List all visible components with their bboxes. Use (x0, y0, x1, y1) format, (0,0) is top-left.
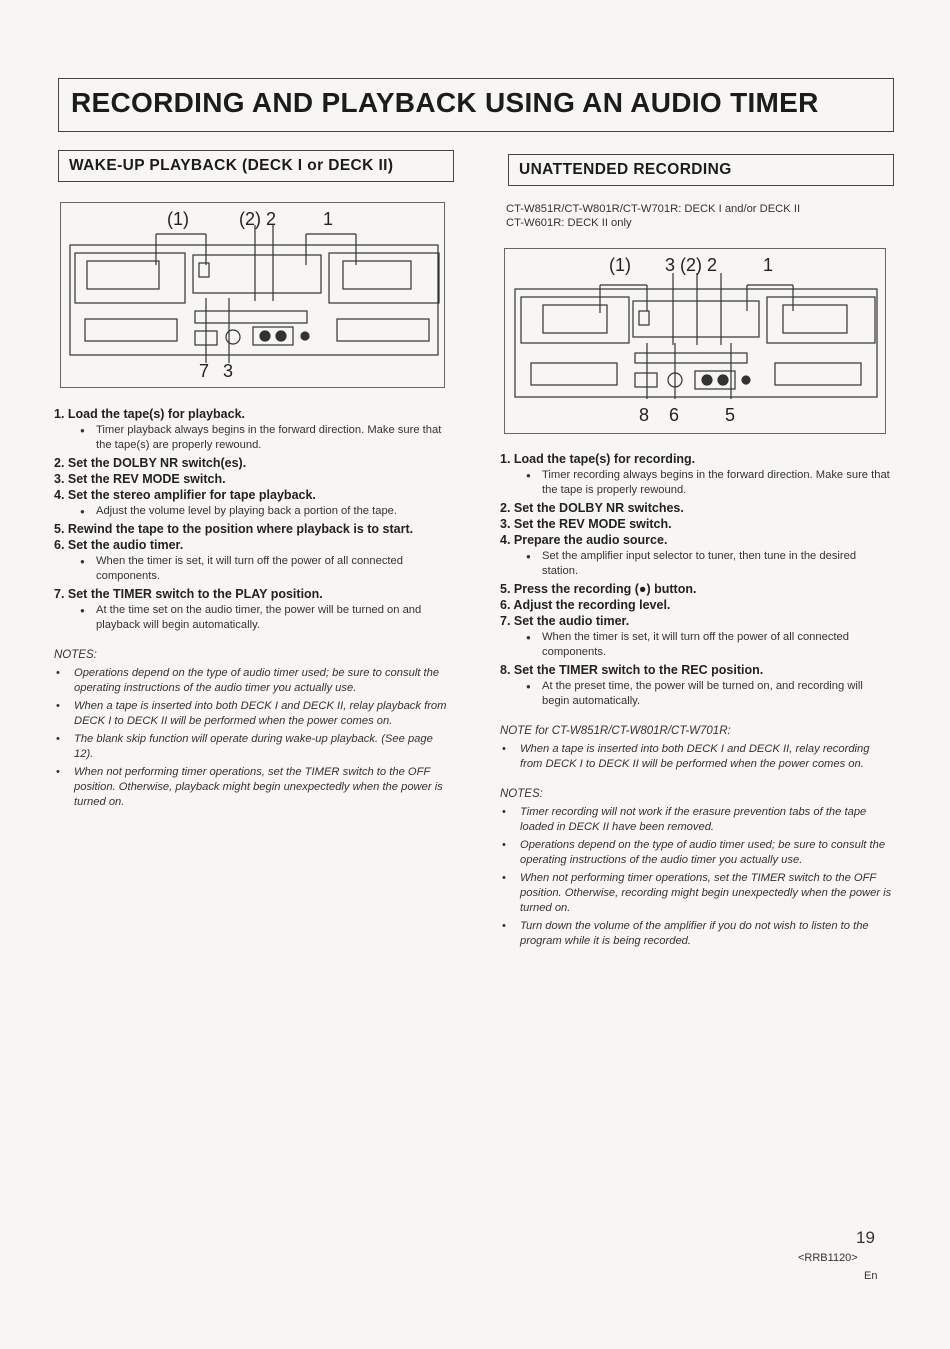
note-item: When not performing timer operations, se… (500, 871, 892, 916)
step-detail: At the preset time, the power will be tu… (500, 679, 892, 709)
step-item: 6. Set the audio timer. (54, 538, 184, 552)
step-item: 5. Press the recording (●) button. (500, 582, 697, 596)
cassette-door-2 (328, 252, 440, 304)
models-line-2: CT-W601R: DECK II only (506, 217, 632, 229)
deck-illustration-right: (1) 3 (2) 2 1 8 6 5 (514, 255, 878, 425)
cassette-door-1 (520, 296, 630, 344)
step-item: 8. Set the TIMER switch to the REC posit… (500, 663, 764, 677)
step-detail: Timer playback always begins in the forw… (54, 423, 454, 453)
figure-callout: 8 (639, 405, 649, 425)
section-heading-unattended: UNATTENDED RECORDING (508, 154, 894, 186)
note-item: Turn down the volume of the amplifier if… (500, 919, 892, 949)
step-item: 2. Set the DOLBY NR switches. (500, 501, 684, 515)
figure-callout: 5 (725, 405, 735, 425)
model-note-item: When a tape is inserted into both DECK I… (500, 742, 892, 772)
step-item: 3. Set the REV MODE switch. (500, 517, 672, 531)
document-code: <RRB1120> (798, 1252, 858, 1264)
deck-illustration-left: (1) (2) 2 1 7 3 (69, 209, 440, 381)
step-item: 7. Set the TIMER switch to the PLAY posi… (54, 587, 323, 601)
deck-figure-left: (1) (2) 2 1 7 3 (60, 202, 445, 388)
section-heading-wakeup: WAKE-UP PLAYBACK (DECK I or DECK II) (58, 150, 454, 182)
deck-figure-right: (1) 3 (2) 2 1 8 6 5 (504, 248, 886, 434)
figure-callout: 3 (2) 2 (665, 255, 717, 275)
step-item: 5. Rewind the tape to the position where… (54, 522, 414, 536)
figure-callout: (1) (167, 209, 189, 229)
step-detail: Set the amplifier input selector to tune… (500, 549, 892, 579)
step-item: 1. Load the tape(s) for recording. (500, 452, 696, 466)
step-item: 1. Load the tape(s) for playback. (54, 407, 246, 421)
step-item: 7. Set the audio timer. (500, 614, 630, 628)
page-number: 19 (856, 1228, 875, 1247)
step-detail: When the timer is set, it will turn off … (500, 630, 892, 660)
model-note-heading: NOTE for CT-W851R/CT-W801R/CT-W701R: (500, 725, 731, 737)
figure-callout: 1 (323, 209, 333, 229)
figure-callout: 3 (223, 361, 233, 381)
notes-heading: NOTES: (54, 649, 97, 661)
cassette-door-1 (74, 252, 186, 304)
step-detail: When the timer is set, it will turn off … (54, 554, 454, 584)
step-item: 2. Set the DOLBY NR switch(es). (54, 456, 247, 470)
page-title: RECORDING AND PLAYBACK USING AN AUDIO TI… (71, 87, 819, 118)
deck-body (514, 288, 878, 398)
step-item: 4. Set the stereo amplifier for tape pla… (54, 488, 316, 502)
models-line-1: CT-W851R/CT-W801R/CT-W701R: DECK I and/o… (506, 203, 801, 215)
step-detail: At the time set on the audio timer, the … (54, 603, 454, 633)
note-item: The blank skip function will operate dur… (54, 732, 454, 762)
language-code: En (864, 1270, 878, 1282)
step-item: 3. Set the REV MODE switch. (54, 472, 226, 486)
step-item: 6. Adjust the recording level. (500, 598, 671, 612)
note-item: Operations depend on the type of audio t… (54, 666, 454, 696)
notes-heading: NOTES: (500, 788, 543, 800)
figure-callout: 7 (199, 361, 209, 381)
note-item: Timer recording will not work if the era… (500, 805, 892, 835)
note-item: When not performing timer operations, se… (54, 765, 454, 810)
display-panel (192, 254, 322, 294)
note-item: Operations depend on the type of audio t… (500, 838, 892, 868)
cassette-door-2 (766, 296, 876, 344)
left-steps-list: 1. Load the tape(s) for playback. Timer p… (54, 406, 454, 813)
note-item: When a tape is inserted into both DECK I… (54, 699, 454, 729)
deck-body (69, 244, 439, 356)
display-panel (632, 300, 760, 338)
step-detail: Timer recording always begins in the for… (500, 468, 892, 498)
figure-callout: 6 (669, 405, 679, 425)
figure-callout: (1) (609, 255, 631, 275)
right-steps-list: 1. Load the tape(s) for recording. Timer … (500, 451, 892, 952)
figure-callout: 1 (763, 255, 773, 275)
figure-callout: (2) 2 (239, 209, 276, 229)
step-detail: Adjust the volume level by playing back … (54, 504, 454, 519)
step-item: 4. Prepare the audio source. (500, 533, 668, 547)
title-box: RECORDING AND PLAYBACK USING AN AUDIO TI… (58, 78, 894, 132)
